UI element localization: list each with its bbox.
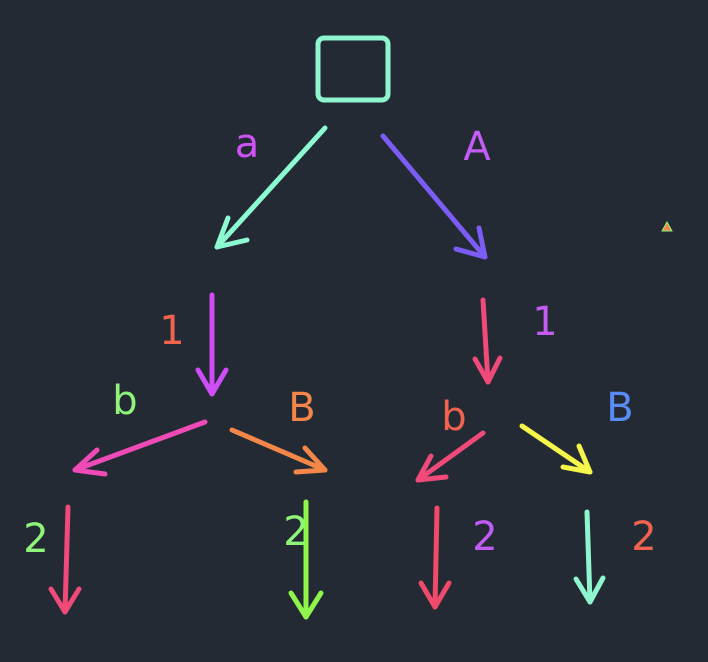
label-A: A [463,124,491,170]
label-left-B: B [288,385,315,431]
triangle-marker-icon [661,220,673,232]
arrow-right-step-1 [472,297,503,385]
leaf-label-4: 2 [631,514,656,560]
leaf-arrow-4 [573,509,606,605]
arrow-left-step-1 [195,292,229,397]
label-right-1: 1 [532,299,557,345]
leaf-label-1: 2 [23,516,48,562]
label-right-B: B [606,385,633,431]
root-node [315,35,391,103]
label-left-1: 1 [159,308,184,354]
arrow-left-b [72,419,208,477]
label-right-b: b [441,394,466,440]
leaf-arrow-3 [418,505,452,610]
leaf-label-3: 2 [472,514,497,560]
arrow-root-to-right [380,133,488,260]
label-a: a [235,121,260,167]
leaf-arrow-2 [288,499,324,620]
leaf-label-2: 2 [283,509,308,555]
leaf-arrow-1 [48,504,82,615]
arrow-right-b [415,430,486,483]
arrow-left-B [229,427,328,475]
label-left-b: b [112,378,137,424]
arrow-root-to-left [214,125,328,250]
arrow-right-B [519,423,593,475]
